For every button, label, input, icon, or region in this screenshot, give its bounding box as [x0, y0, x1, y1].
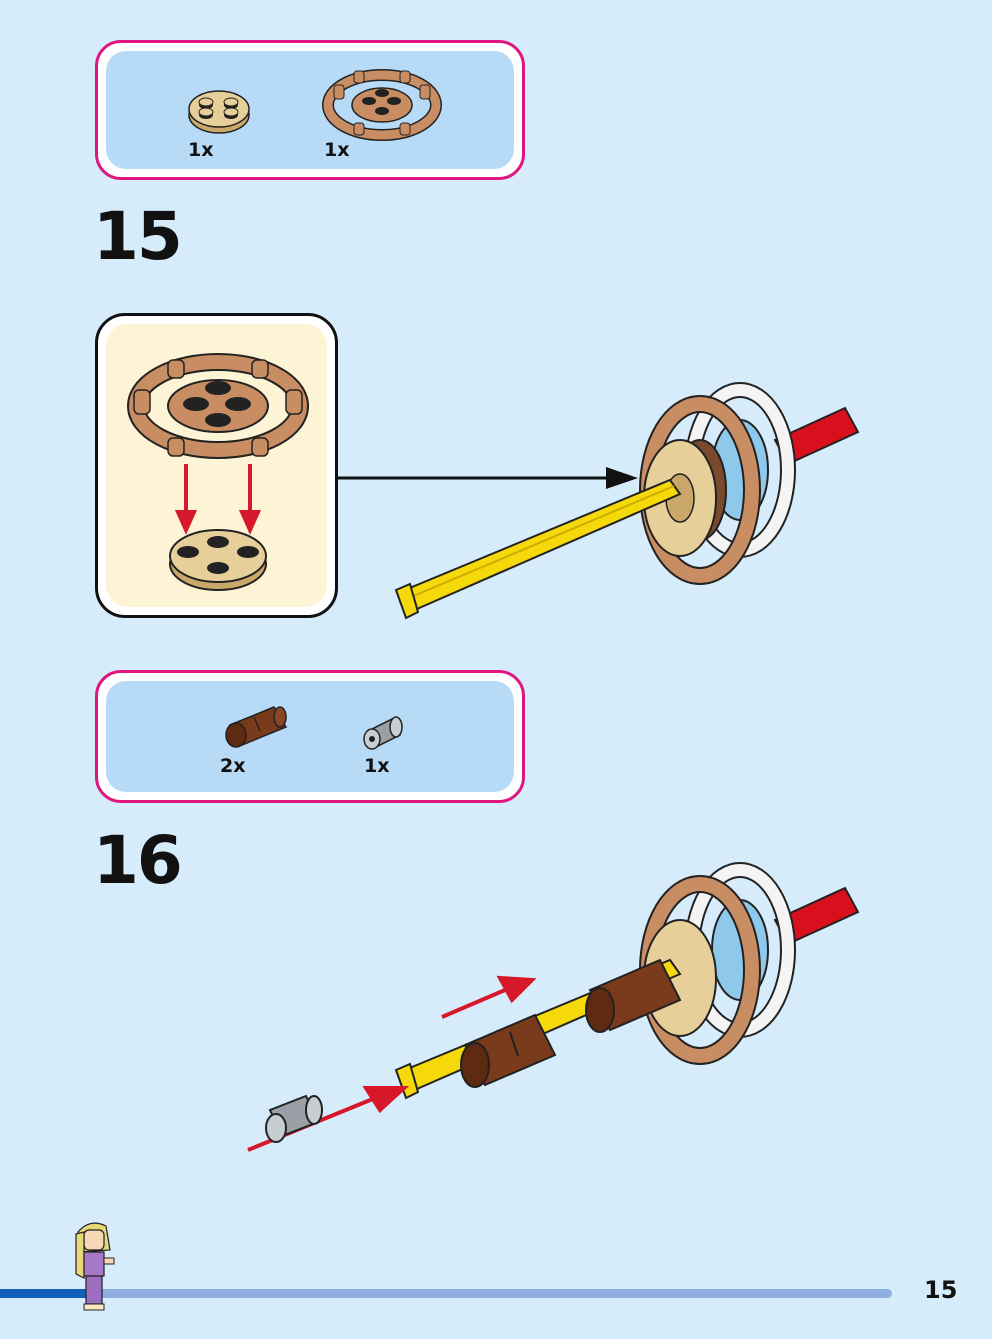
step-number: 15	[93, 198, 183, 275]
parts-list-background	[106, 681, 514, 792]
progress-bar	[0, 1289, 892, 1298]
page-number: 15	[924, 1276, 958, 1304]
parts-list-step-15: 1x 1x	[95, 40, 525, 180]
parts-list-step-16: 2x 1x	[95, 670, 525, 803]
part-quantity: 1x	[324, 139, 350, 161]
part-quantity: 2x	[220, 755, 246, 777]
step-number: 16	[93, 822, 183, 899]
parts-list-background	[106, 51, 514, 169]
light-gray-bush-icon	[363, 716, 403, 750]
tan-round-plate-icon	[188, 90, 250, 134]
wheel-frame-icon	[322, 69, 442, 141]
callout-pointer-arrow	[338, 467, 638, 489]
part-quantity: 1x	[364, 755, 390, 777]
reddish-brown-bush-icon	[225, 706, 288, 748]
minifigure-icon	[75, 1222, 115, 1311]
sub-assembly-illustration	[127, 353, 309, 591]
sub-assembly-callout	[95, 313, 338, 618]
step-15-assembly-illustration	[394, 382, 860, 620]
progress-bar-fill	[0, 1289, 89, 1298]
part-quantity: 1x	[188, 139, 214, 161]
step-16-assembly-illustration	[247, 862, 860, 1152]
